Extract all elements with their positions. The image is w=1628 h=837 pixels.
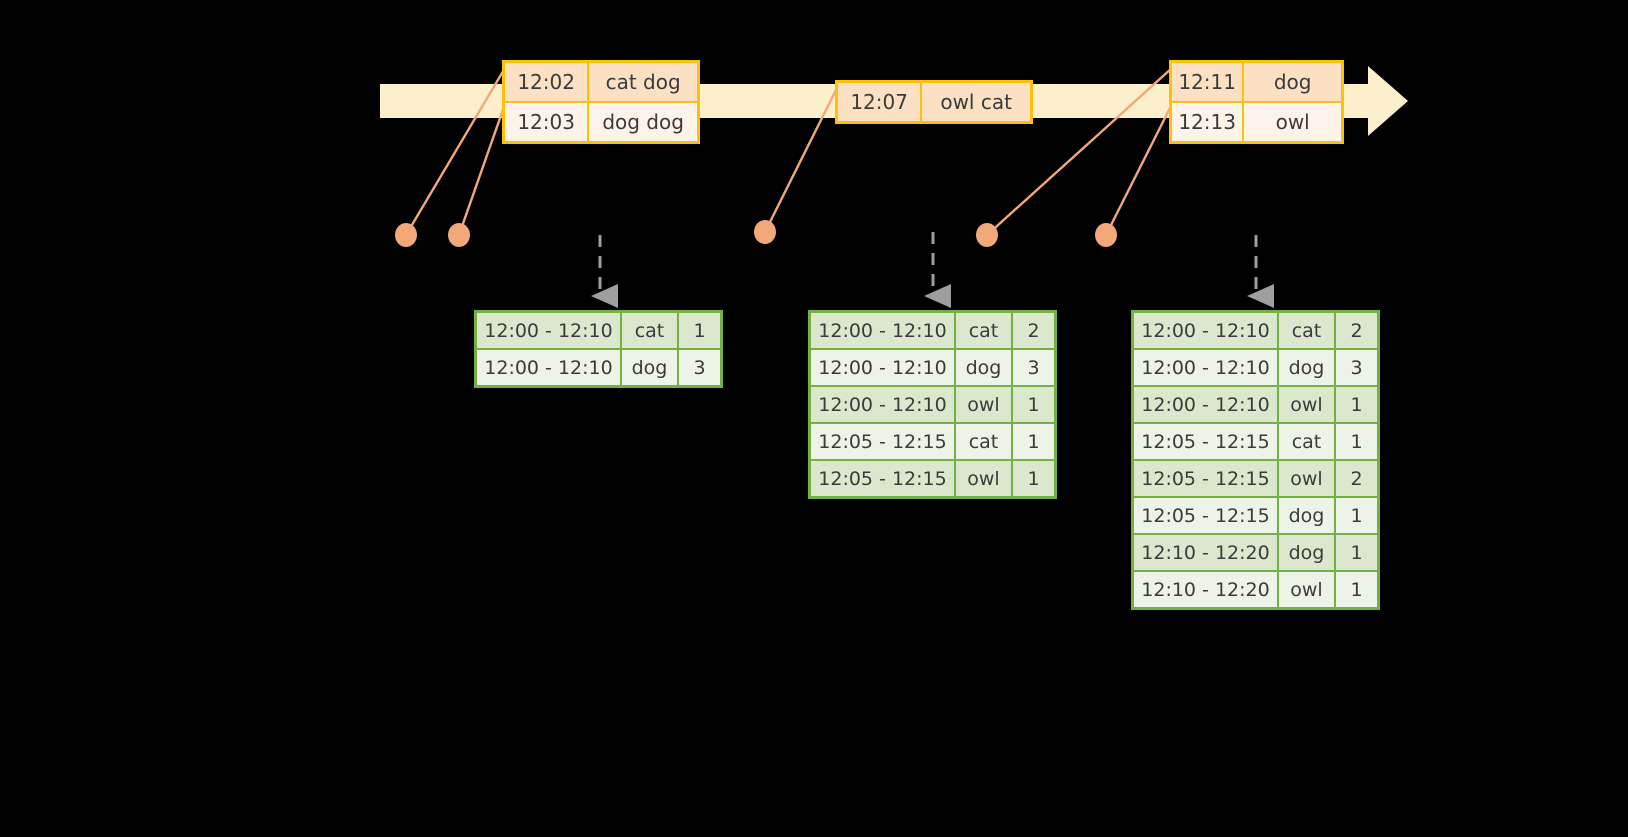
event-row: 12:11 dog <box>1172 63 1341 101</box>
event-row: 12:13 owl <box>1172 101 1341 141</box>
result-window: 12:05 - 12:15 <box>1134 424 1279 459</box>
connector-1 <box>404 67 507 236</box>
result-key: owl <box>1279 572 1336 607</box>
result-count: 2 <box>1336 461 1377 496</box>
event-payload: owl <box>1244 103 1341 141</box>
event-payload: owl cat <box>922 83 1030 121</box>
event-payload: dog dog <box>589 103 697 141</box>
result-window: 12:00 - 12:10 <box>477 350 622 385</box>
table-row: 12:00 - 12:10 owl 1 <box>811 385 1054 422</box>
table-row: 12:00 - 12:10 dog 3 <box>1134 348 1377 385</box>
result-count: 3 <box>679 350 720 385</box>
event-row: 12:07 owl cat <box>838 83 1030 121</box>
result-window: 12:05 - 12:15 <box>811 424 956 459</box>
result-key: dog <box>1279 350 1336 385</box>
dot-3 <box>754 220 776 244</box>
table-row: 12:05 - 12:15 cat 1 <box>811 422 1054 459</box>
result-count: 1 <box>1336 498 1377 533</box>
table-row: 12:00 - 12:10 dog 3 <box>477 348 720 385</box>
result-table-1: 12:00 - 12:10 cat 1 12:00 - 12:10 dog 3 <box>474 310 723 388</box>
table-row: 12:00 - 12:10 cat 1 <box>477 313 720 348</box>
table-row: 12:05 - 12:15 dog 1 <box>1134 496 1377 533</box>
dot-5 <box>1095 223 1117 247</box>
connector-3 <box>763 85 840 233</box>
result-window: 12:00 - 12:10 <box>477 313 622 348</box>
result-count: 1 <box>1013 424 1054 459</box>
result-count: 2 <box>1336 313 1377 348</box>
result-window: 12:00 - 12:10 <box>1134 350 1279 385</box>
result-table-3: 12:00 - 12:10 cat 2 12:00 - 12:10 dog 3 … <box>1131 310 1380 610</box>
table-row: 12:05 - 12:15 owl 2 <box>1134 459 1377 496</box>
connector-5 <box>1104 103 1174 236</box>
result-window: 12:10 - 12:20 <box>1134 535 1279 570</box>
result-window: 12:00 - 12:10 <box>1134 313 1279 348</box>
result-count: 1 <box>1336 572 1377 607</box>
result-window: 12:00 - 12:10 <box>811 350 956 385</box>
event-group-3: 12:11 dog 12:13 owl <box>1169 60 1344 144</box>
result-count: 3 <box>1336 350 1377 385</box>
dot-1 <box>395 223 417 247</box>
result-window: 12:05 - 12:15 <box>1134 498 1279 533</box>
connector-2 <box>457 103 507 236</box>
result-key: dog <box>956 350 1013 385</box>
result-count: 1 <box>1336 535 1377 570</box>
dashed-arrows <box>591 232 1274 308</box>
result-count: 1 <box>1336 387 1377 422</box>
result-window: 12:10 - 12:20 <box>1134 572 1279 607</box>
table-row: 12:00 - 12:10 dog 3 <box>811 348 1054 385</box>
result-key: cat <box>1279 313 1336 348</box>
event-time: 12:03 <box>505 103 590 141</box>
event-row: 12:03 dog dog <box>505 101 697 141</box>
table-row: 12:05 - 12:15 owl 1 <box>811 459 1054 496</box>
result-count: 1 <box>1013 387 1054 422</box>
result-key: owl <box>956 461 1013 496</box>
table-row: 12:05 - 12:15 cat 1 <box>1134 422 1377 459</box>
event-time: 12:02 <box>505 63 590 101</box>
result-key: dog <box>1279 498 1336 533</box>
result-count: 2 <box>1013 313 1054 348</box>
event-time: 12:11 <box>1172 63 1245 101</box>
table-row: 12:10 - 12:20 dog 1 <box>1134 533 1377 570</box>
result-key: dog <box>622 350 679 385</box>
dot-2 <box>448 223 470 247</box>
table-row: 12:00 - 12:10 cat 2 <box>811 313 1054 348</box>
event-group-1: 12:02 cat dog 12:03 dog dog <box>502 60 700 144</box>
result-table-2: 12:00 - 12:10 cat 2 12:00 - 12:10 dog 3 … <box>808 310 1057 499</box>
event-payload: cat dog <box>589 63 697 101</box>
event-time: 12:07 <box>838 83 923 121</box>
result-key: owl <box>1279 461 1336 496</box>
table-row: 12:10 - 12:20 owl 1 <box>1134 570 1377 607</box>
event-dots <box>395 220 1117 247</box>
result-key: cat <box>956 424 1013 459</box>
result-window: 12:05 - 12:15 <box>811 461 956 496</box>
result-window: 12:00 - 12:10 <box>811 387 956 422</box>
table-row: 12:00 - 12:10 owl 1 <box>1134 385 1377 422</box>
dot-4 <box>976 223 998 247</box>
result-key: cat <box>956 313 1013 348</box>
table-row: 12:00 - 12:10 cat 2 <box>1134 313 1377 348</box>
result-window: 12:00 - 12:10 <box>1134 387 1279 422</box>
event-payload: dog <box>1244 63 1341 101</box>
event-time: 12:13 <box>1172 103 1245 141</box>
result-count: 1 <box>1013 461 1054 496</box>
result-key: dog <box>1279 535 1336 570</box>
result-window: 12:00 - 12:10 <box>811 313 956 348</box>
event-row: 12:02 cat dog <box>505 63 697 101</box>
result-key: owl <box>1279 387 1336 422</box>
event-group-2: 12:07 owl cat <box>835 80 1033 124</box>
result-count: 1 <box>1336 424 1377 459</box>
result-key: cat <box>622 313 679 348</box>
result-key: owl <box>956 387 1013 422</box>
result-key: cat <box>1279 424 1336 459</box>
result-count: 3 <box>1013 350 1054 385</box>
result-window: 12:05 - 12:15 <box>1134 461 1279 496</box>
result-count: 1 <box>679 313 720 348</box>
